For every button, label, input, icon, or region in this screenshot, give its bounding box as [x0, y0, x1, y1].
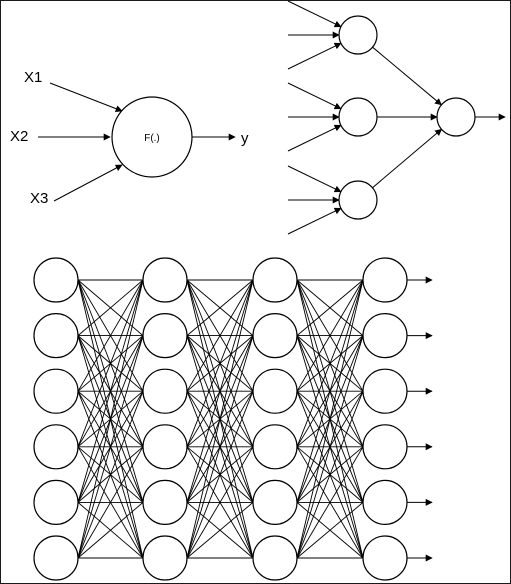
deep-node-layer4 [362, 368, 408, 414]
deep-network-output-arrows [407, 276, 433, 562]
deep-connection [296, 279, 364, 336]
small-hidden-to-output-arrow [372, 46, 442, 106]
deep-node-layer3 [252, 424, 298, 470]
small-hidden-node [338, 97, 378, 137]
single-neuron: X1 X2 X3 F(.) y [10, 69, 249, 207]
small-input-arrow [287, 165, 342, 193]
deep-node-layer2 [142, 368, 188, 414]
deep-connection [77, 391, 144, 559]
deep-connection [186, 446, 254, 559]
deep-network-connections [77, 279, 364, 559]
deep-connection [296, 335, 364, 559]
deep-connection [296, 279, 364, 447]
deep-node-layer1 [33, 257, 79, 303]
small-input-arrow [287, 0, 342, 28]
deep-node-layer2 [142, 535, 188, 581]
input-arrow-x1 [49, 82, 123, 112]
deep-connection [186, 502, 254, 559]
input-label-x1: X1 [24, 69, 42, 86]
small-hidden-to-output-arrow [372, 128, 443, 189]
deep-node-layer2 [142, 424, 188, 470]
deep-connection [186, 279, 254, 447]
deep-node-layer1 [33, 368, 79, 414]
deep-connection [186, 279, 254, 336]
deep-connection [77, 279, 144, 447]
deep-node-layer1 [33, 424, 79, 470]
small-input-arrow [287, 124, 342, 152]
deep-connection [296, 279, 364, 503]
small-input-arrow [287, 82, 342, 110]
deep-connection [296, 279, 364, 392]
deep-connection [296, 279, 364, 559]
deep-node-layer2 [142, 257, 188, 303]
deep-node-layer3 [252, 479, 298, 525]
deep-connection [296, 446, 364, 559]
deep-connection [77, 279, 144, 559]
deep-node-layer4 [362, 257, 408, 303]
deep-connection [77, 279, 144, 336]
output-label-y: y [241, 130, 249, 147]
deep-connection [77, 502, 144, 559]
small-hidden-node [338, 15, 378, 55]
deep-connection [296, 391, 364, 559]
deep-node-layer3 [252, 257, 298, 303]
deep-node-layer1 [33, 535, 79, 581]
small-network [287, 0, 506, 235]
deep-connection [296, 502, 364, 559]
input-label-x2: X2 [10, 128, 28, 145]
deep-connection [77, 446, 144, 559]
deep-connection [186, 279, 254, 503]
small-input-arrow [287, 42, 342, 70]
deep-network [33, 257, 433, 581]
deep-connection [77, 279, 144, 392]
input-arrow-x3 [53, 164, 123, 202]
deep-network-nodes [33, 257, 408, 581]
deep-connection [186, 335, 254, 559]
small-hidden-node [338, 180, 378, 220]
deep-node-layer4 [362, 313, 408, 359]
activation-function-label: F(.) [144, 133, 160, 144]
deep-connection [77, 279, 144, 503]
deep-node-layer4 [362, 424, 408, 470]
deep-node-layer1 [33, 479, 79, 525]
small-input-arrow [287, 207, 342, 235]
deep-connection [186, 391, 254, 559]
deep-connection [186, 279, 254, 392]
deep-node-layer3 [252, 313, 298, 359]
deep-connection [77, 335, 144, 559]
deep-connection [186, 279, 254, 559]
deep-node-layer4 [362, 479, 408, 525]
input-label-x3: X3 [30, 190, 48, 207]
deep-node-layer1 [33, 313, 79, 359]
deep-node-layer2 [142, 313, 188, 359]
small-output-node [436, 97, 476, 137]
deep-node-layer2 [142, 479, 188, 525]
deep-node-layer4 [362, 535, 408, 581]
deep-node-layer3 [252, 368, 298, 414]
deep-node-layer3 [252, 535, 298, 581]
